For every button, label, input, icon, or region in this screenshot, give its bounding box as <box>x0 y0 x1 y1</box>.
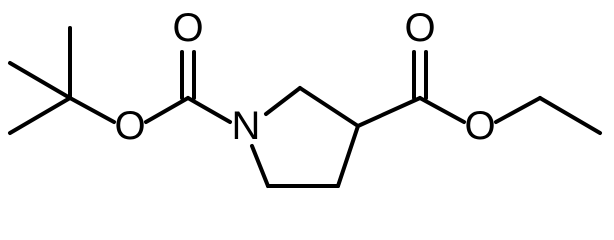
atom-ester-oxygen-right: O <box>464 104 495 148</box>
atom-carbonyl-oxygen-right: O <box>404 6 435 50</box>
bond-c3-to-carbonyl-right <box>356 96 422 128</box>
bond-c2-to-c3 <box>298 86 360 128</box>
bond-carbonyl-left-to-n <box>186 96 232 124</box>
bond-c5-to-n <box>250 144 270 188</box>
atom-ester-oxygen-left: O <box>114 104 145 148</box>
bond-tbu-methyl-lower-left <box>8 96 72 135</box>
atom-carbonyl-oxygen-left: O <box>172 6 203 50</box>
boc-carbamate-group <box>144 50 232 124</box>
bond-ch2-to-ch3 <box>538 96 602 135</box>
pyrrolidine-ring <box>250 86 360 188</box>
tert-butyl-group <box>8 26 116 135</box>
bond-c3-to-c4 <box>336 124 360 188</box>
bond-ester-o-to-ch2 <box>494 96 542 124</box>
bond-tbu-to-ester-o <box>68 96 116 124</box>
bond-tbu-methyl-upper-left <box>8 61 72 100</box>
atom-ring-nitrogen: N <box>232 104 261 148</box>
ethyl-ester-group <box>356 50 602 135</box>
molecule-structure: O O N O O <box>8 6 602 188</box>
bond-carbonyl-right-to-ester-o <box>418 96 466 124</box>
bond-ester-o-to-carbonyl-left <box>144 96 190 124</box>
bond-n-to-c2 <box>264 86 302 116</box>
